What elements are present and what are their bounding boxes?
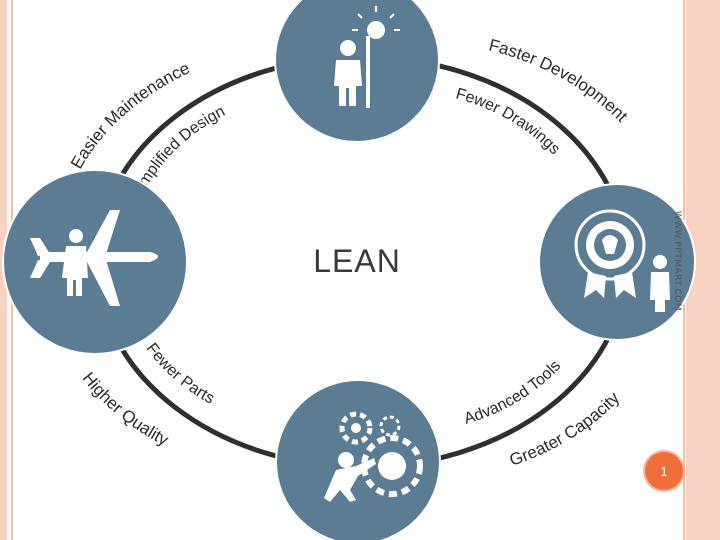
page-number-badge: 1 [645, 452, 683, 490]
node-left [2, 169, 188, 355]
watermark-text: WWW.PPTMART.COM [672, 210, 682, 312]
node-top [274, 0, 440, 143]
person-pushing-gears-icon [324, 411, 423, 502]
node-right [538, 183, 696, 341]
award-ribbon-person-icon [574, 209, 670, 312]
label-fewer-drawings: Fewer Drawings [454, 85, 563, 158]
label-higher-quality: Higher Quality [79, 369, 172, 450]
label-fewer-parts: Fewer Parts [143, 340, 217, 407]
label-advanced-tools: Advanced Tools [462, 357, 564, 428]
node-bottom [275, 379, 441, 540]
center-title: LEAN [313, 243, 401, 279]
person-airplane-icon [30, 210, 158, 306]
person-lightbulb-icon [334, 6, 400, 108]
